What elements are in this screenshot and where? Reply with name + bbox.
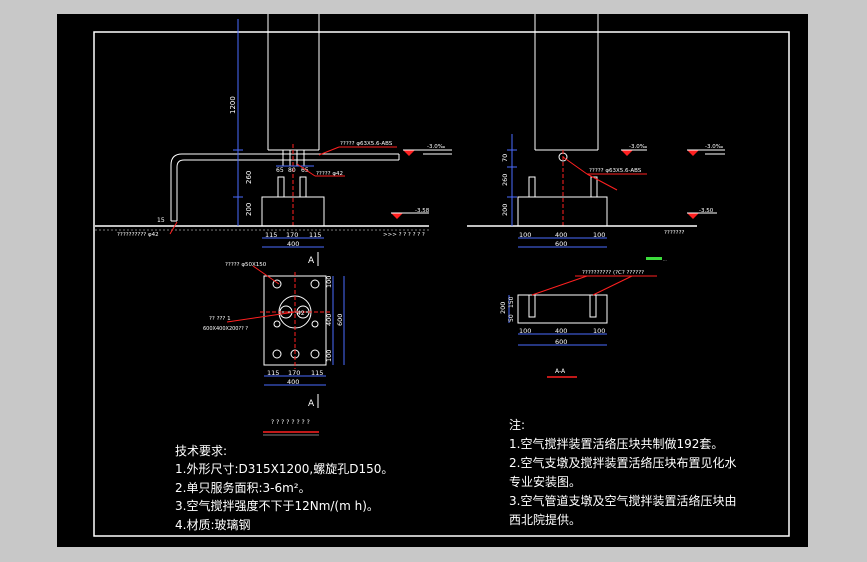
notes-title: 注: bbox=[509, 417, 525, 432]
notes-line-1: 1.空气搅拌装置活络压块共制做192套。 bbox=[509, 436, 723, 451]
section-caption: A-A bbox=[555, 368, 566, 375]
plan-caption: ? ? ? ? ? ? ? ? bbox=[271, 419, 310, 426]
notes: 注: 1.空气搅拌装置活络压块共制做192套。 2.空气支墩及搅拌装置活络压块布… bbox=[509, 417, 736, 527]
side-base-dim-1: 100 bbox=[519, 231, 531, 239]
plan-dim-400: 400 bbox=[325, 314, 333, 326]
dim-65b: 65 bbox=[301, 167, 309, 174]
section-mark-bottom: A bbox=[308, 399, 315, 409]
plan-base-total: 400 bbox=[287, 378, 299, 386]
side-view: 70 260 200 ????? φ63X5.6-ABS -3.0‰ -3.0‰… bbox=[467, 14, 725, 248]
section-base-dim-1: 100 bbox=[519, 327, 531, 335]
drawing-sheet: 1200 260 200 65 80 65 ????? φ63X5.6-ABS … bbox=[57, 14, 808, 547]
plan-base-dim-2: 170 bbox=[288, 369, 300, 377]
side-elev-ground: -3.50 bbox=[699, 208, 714, 214]
section-green-note: ... bbox=[663, 257, 667, 262]
section-dim-150: 150 bbox=[508, 296, 515, 308]
dim-1200: 1200 bbox=[229, 96, 237, 114]
plan-pipe-label: ?? ??? 1 bbox=[209, 316, 231, 322]
plan-dim-100b: 100 bbox=[325, 350, 333, 362]
section-label: ?????????? (?C? ?????? bbox=[582, 270, 644, 276]
base-total: 400 bbox=[287, 240, 299, 248]
tech-requirements: 技术要求: 1.外形尺寸:D315X1200,螺旋孔D150。 2.单只服务面积… bbox=[175, 444, 393, 532]
side-pipe-label: ????? φ63X5.6-ABS bbox=[589, 168, 642, 174]
section-dim-200: 200 bbox=[499, 302, 507, 314]
side-elev-right: -3.0‰ bbox=[705, 144, 724, 150]
pipe-label: ????? φ63X5.6-ABS bbox=[340, 141, 393, 147]
tech-line-4: 4.材质:玻璃钢 bbox=[175, 518, 251, 532]
side-dim-200: 200 bbox=[501, 204, 509, 216]
section-dim-50: 50 bbox=[508, 314, 515, 322]
plan-hole-label: ????? φ50X150 bbox=[225, 262, 267, 268]
side-elev-left: -3.0‰ bbox=[629, 144, 648, 150]
cad-drawing: 1200 260 200 65 80 65 ????? φ63X5.6-ABS … bbox=[93, 14, 790, 537]
plan-base-dim-3: 115 bbox=[311, 369, 323, 377]
tech-line-1: 1.外形尺寸:D315X1200,螺旋孔D150。 bbox=[175, 462, 393, 476]
front-view: 1200 260 200 65 80 65 ????? φ63X5.6-ABS … bbox=[95, 14, 452, 266]
section-base-dim-3: 100 bbox=[593, 327, 605, 335]
plan-dim-100a: 100 bbox=[325, 276, 333, 288]
ground-right-label: >>> ? ? ? ? ? ? bbox=[383, 232, 425, 238]
tech-line-2: 2.单只服务面积:3-6m²。 bbox=[175, 480, 311, 495]
plan-view: ????? φ50X150 ?? ??? 1 600X400X200?? ? 4… bbox=[203, 262, 345, 436]
side-dim-70: 70 bbox=[501, 154, 509, 162]
dim-260: 260 bbox=[245, 171, 253, 184]
notes-line-3: 专业安装图。 bbox=[509, 474, 581, 489]
base-dim-2: 170 bbox=[286, 231, 298, 239]
plan-dim-r42: 42 bbox=[297, 310, 305, 317]
base-dim-3: 115 bbox=[309, 231, 321, 239]
base-dim-1: 115 bbox=[265, 231, 277, 239]
plan-dim-600: 600 bbox=[336, 314, 344, 326]
side-dim-260: 260 bbox=[501, 174, 509, 186]
angle-15: 15 bbox=[157, 217, 165, 224]
tech-title: 技术要求: bbox=[175, 444, 227, 458]
plan-pipe-size: 600X400X200?? ? bbox=[203, 326, 248, 332]
side-base-total: 600 bbox=[555, 240, 567, 248]
notes-line-2: 2.空气支墩及搅拌装置活络压块布置见化水 bbox=[509, 455, 736, 470]
hole-label: ????? φ42 bbox=[316, 171, 343, 177]
notes-line-5: 西北院提供。 bbox=[509, 512, 581, 527]
elev-ground: -3.58 bbox=[415, 208, 430, 214]
section-aa: ... ?????????? (?C? ?????? 200 50 150 10… bbox=[499, 257, 667, 378]
dim-80: 80 bbox=[288, 167, 296, 174]
notes-line-4: 3.空气管道支墩及空气搅拌装置活络压块由 bbox=[509, 493, 736, 508]
dim-200: 200 bbox=[245, 203, 253, 216]
side-ground-label: ??????? bbox=[664, 230, 685, 236]
section-base-dim-2: 400 bbox=[555, 327, 567, 335]
side-base-dim-2: 400 bbox=[555, 231, 567, 239]
elev-top: -3.0‰ bbox=[427, 144, 446, 150]
ground-left-label: ?????????? φ42 bbox=[117, 232, 159, 238]
dim-65: 65 bbox=[276, 167, 284, 174]
tech-line-3: 3.空气搅拌强度不下于12Nm/(m h)。 bbox=[175, 498, 379, 513]
side-base-dim-3: 100 bbox=[593, 231, 605, 239]
inner-border bbox=[93, 31, 790, 537]
plan-base-dim-1: 115 bbox=[267, 369, 279, 377]
section-mark-top: A bbox=[308, 256, 315, 266]
section-base-total: 600 bbox=[555, 338, 567, 346]
